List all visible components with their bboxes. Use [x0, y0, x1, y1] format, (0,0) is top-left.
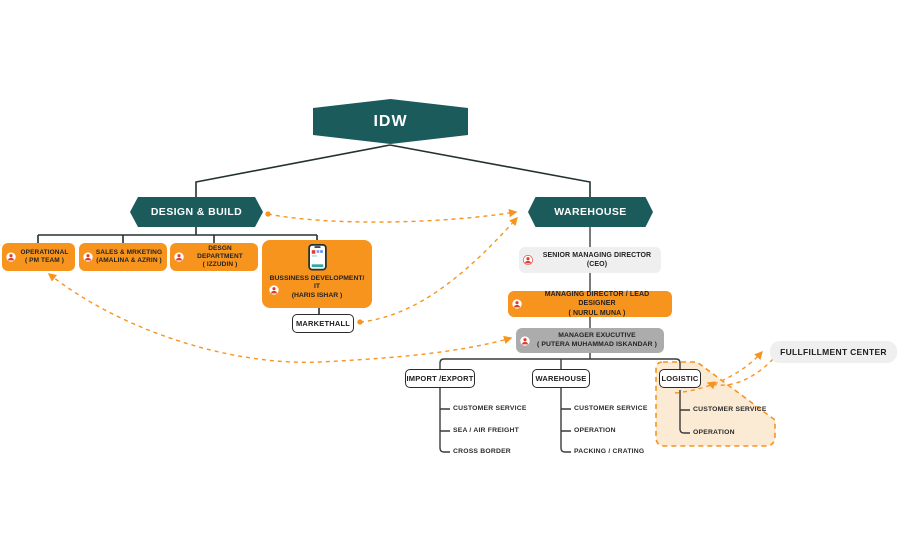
arrow-logistic-to-fulfillment [674, 350, 763, 394]
person-icon [83, 252, 93, 262]
arrow-fulfillment-to-logistic [706, 358, 774, 390]
person-icon [6, 252, 16, 262]
chain-label: SENIOR MANAGING DIRECTOR(CEO) [542, 251, 652, 268]
arrow-operational-manager [47, 273, 513, 363]
person-icon [520, 335, 530, 346]
person-icon [174, 252, 184, 262]
node-logistic: LOGISTIC [659, 369, 701, 388]
dept-label: BUSSINESS DEVELOPMENT/ IT(HARIS ISHAR ) [269, 274, 365, 300]
dept-label: OPERATIONAL( PM TEAM ) [20, 248, 69, 264]
person-icon [523, 255, 533, 265]
leaf-logistic-customer-service: CUSTOMER SERVICE [693, 406, 767, 413]
leaf-logistic-operation: OPERATION [693, 429, 735, 436]
person-icon [512, 299, 522, 309]
leaf-import-customer-service: CUSTOMER SERVICE [453, 405, 527, 412]
node-fulfillment-center: FULLFILLMENT CENTER [770, 341, 897, 363]
person-icon [269, 285, 279, 295]
dept-label: DESGN DEPARTMENT( IZZUDIN ) [197, 244, 243, 269]
leaf-warehouse-operation: OPERATION [574, 427, 616, 434]
node-senior-managing-director: SENIOR MANAGING DIRECTOR(CEO) [519, 247, 661, 273]
chain-label: MANAGER EXUCUTIVE( PUTERA MUHAMMAD ISKAN… [537, 331, 657, 348]
node-warehouse-section: WAREHOUSE [532, 369, 590, 388]
leaf-import-cross-border: CROSS BORDER [453, 448, 511, 455]
chain-label: MANAGING DIRECTOR / LEAD DESIGNER( NURUL… [544, 291, 650, 317]
node-root-idw: IDW [313, 99, 468, 144]
arrow-markethall-to-warehouse [357, 216, 518, 325]
node-manager-executive: MANAGER EXUCUTIVE( PUTERA MUHAMMAD ISKAN… [516, 328, 664, 353]
node-design-department: DESGN DEPARTMENT( IZZUDIN ) [170, 243, 258, 271]
node-import-export: IMPORT /EXPORT [405, 369, 475, 388]
node-warehouse-branch: WAREHOUSE [528, 197, 653, 227]
leaf-warehouse-customer-service: CUSTOMER SERVICE [574, 405, 648, 412]
node-business-development-it: BUSSINESS DEVELOPMENT/ IT(HARIS ISHAR ) [262, 240, 372, 308]
smartphone-icon [307, 244, 327, 271]
node-sales-marketing: SALES & MRKETING(AMALINA & AZRIN ) [79, 243, 167, 271]
leaf-warehouse-packing-crating: PACKING / CRATING [574, 448, 645, 455]
node-managing-director: MANAGING DIRECTOR / LEAD DESIGNER( NURUL… [508, 291, 672, 317]
node-design-build: DESIGN & BUILD [130, 197, 263, 227]
node-operational: OPERATIONAL( PM TEAM ) [2, 243, 75, 271]
dept-label: SALES & MRKETING(AMALINA & AZRIN ) [95, 248, 163, 264]
leaf-import-sea-air-freight: SEA / AIR FREIGHT [453, 427, 519, 434]
arrow-designbuild-to-warehouse [265, 208, 518, 223]
node-markethall: MARKETHALL [292, 314, 354, 333]
